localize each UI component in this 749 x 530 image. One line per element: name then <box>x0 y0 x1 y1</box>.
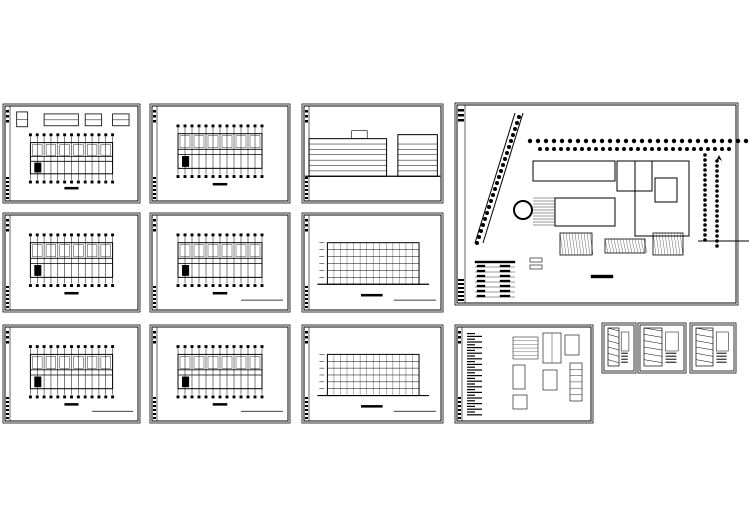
drawing-sheets <box>2 102 749 424</box>
drawing-sheet-detail-small[interactable] <box>637 322 687 374</box>
drawing-sheet-notes-details[interactable] <box>454 324 594 424</box>
drawing-sheet-floor-plan[interactable] <box>149 103 291 204</box>
drawing-sheet-section-elevation[interactable] <box>301 103 444 204</box>
drawing-sheet-floor-plan[interactable] <box>149 324 291 424</box>
drawing-sheet-floor-plan[interactable] <box>2 212 141 313</box>
drawing-sheet-plan-with-details[interactable] <box>2 103 141 204</box>
drawing-sheet-floor-plan[interactable] <box>149 212 291 313</box>
drawing-sheet-detail-small[interactable] <box>601 322 637 374</box>
drawing-sheet-detail-small[interactable] <box>689 322 737 374</box>
drawing-sheet-site-plan[interactable] <box>454 102 749 306</box>
drawing-sheet-roof-plan[interactable] <box>2 324 141 424</box>
drawing-sheet-elevation[interactable] <box>301 212 444 313</box>
drawing-sheet-elevation[interactable] <box>301 324 444 424</box>
